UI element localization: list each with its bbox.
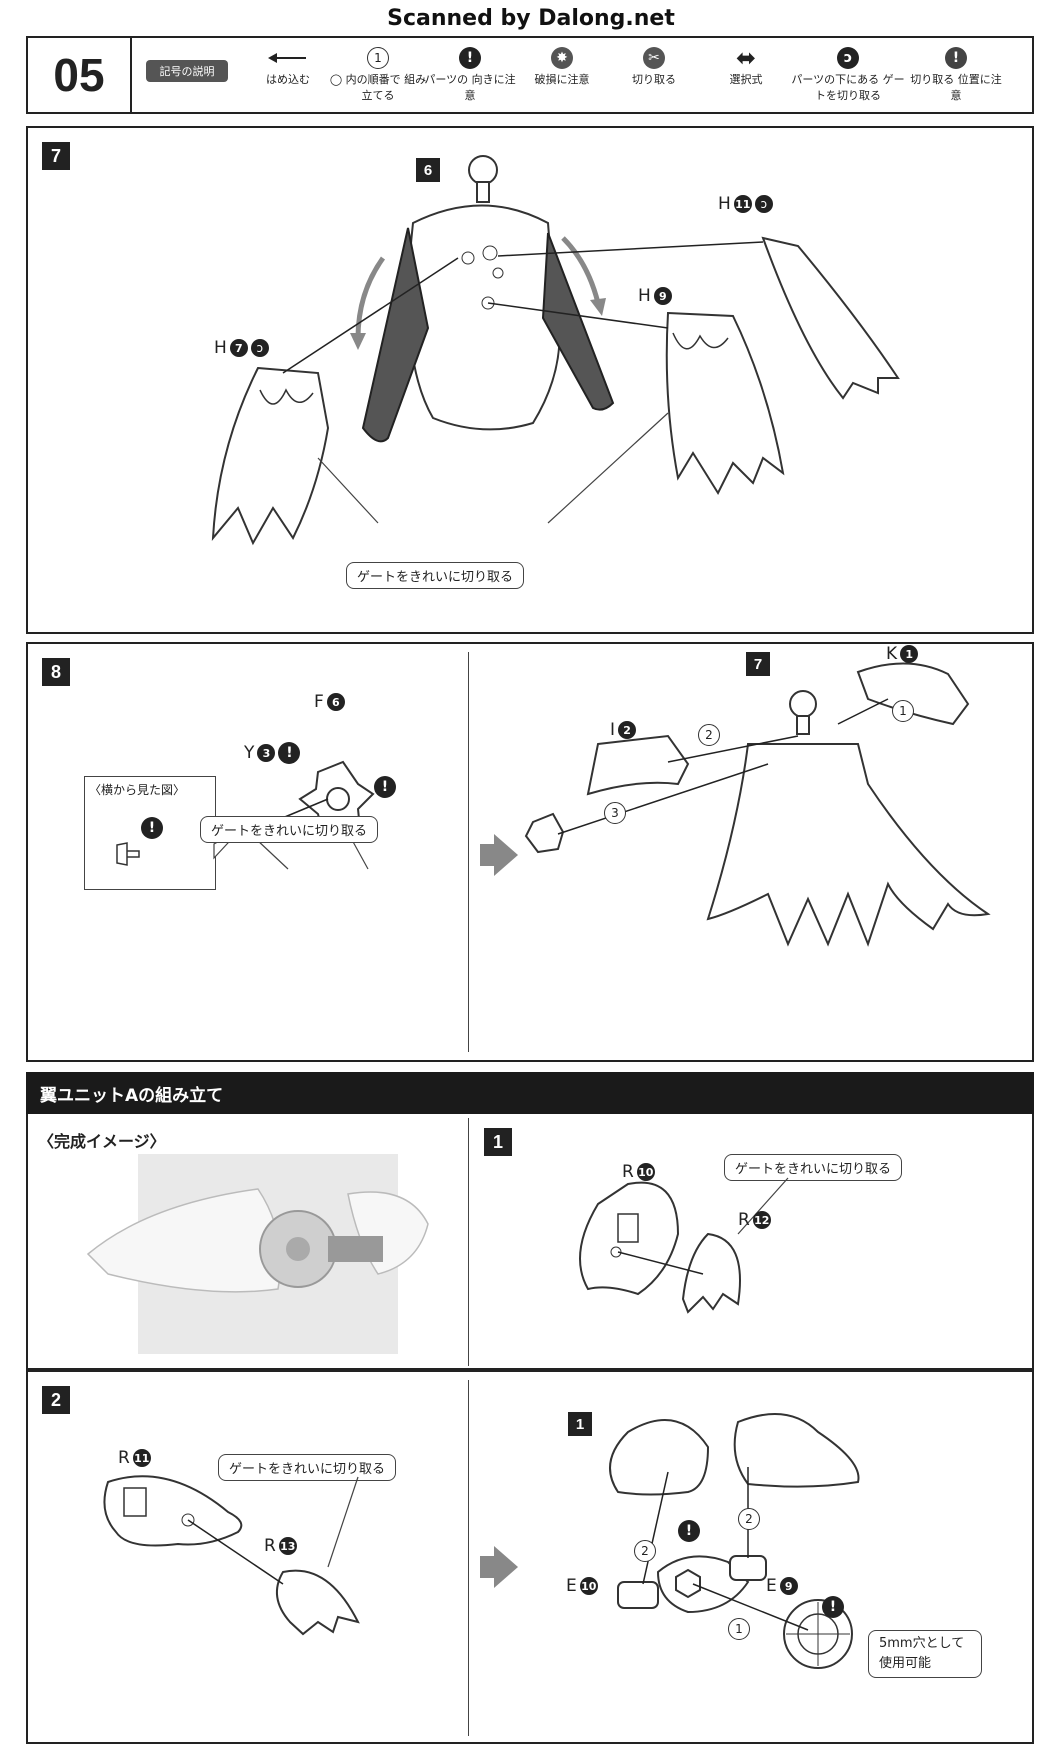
legend-item-break: ✸ 破損に注意 (512, 44, 612, 88)
legend-label: 切り取る 位置に注意 (910, 73, 1002, 102)
side-view-box: 〈横から見た図〉 ! (84, 776, 216, 890)
step-number: 1 (484, 1128, 512, 1156)
order-number: 2 (698, 724, 720, 746)
legend-item-order: 1 ◯ 内の順番で 組み立てる (328, 44, 428, 104)
warning-icon: ! (141, 817, 163, 839)
cut-position-icon: ! (945, 47, 967, 69)
panel-divider (468, 1380, 469, 1736)
legend-label: パーツの 向きに注意 (424, 73, 516, 102)
warning-icon: ! (374, 776, 396, 798)
legend-label: 破損に注意 (534, 73, 590, 86)
legend-badge: 記号の説明 (146, 60, 228, 82)
cut-icon: ✂ (643, 47, 665, 69)
section-title: 翼ユニットAの組み立て (26, 1072, 1034, 1114)
warning-icon: ! (278, 742, 301, 764)
page-number: 05 (28, 38, 132, 112)
gate-callout: ゲートをきれいに切り取る (218, 1454, 397, 1481)
warning-icon: ! (459, 47, 481, 69)
warning-icon: ! (822, 1596, 844, 1618)
order-number: 2 (634, 1540, 656, 1562)
scan-credit: Scanned by Dalong.net (387, 6, 675, 31)
order-number: 2 (738, 1508, 760, 1530)
gate-callout: ゲートをきれいに切り取る (200, 816, 379, 843)
complete-image-photo (86, 1154, 429, 1354)
wing-step-1-illustration (579, 1177, 789, 1314)
break-icon: ✸ (551, 47, 573, 69)
ref-step-number: 1 (568, 1412, 592, 1436)
step-8-illustration (213, 662, 991, 947)
step-number: 8 (42, 658, 70, 686)
hole-note: 5mm穴として 使用可能 (868, 1630, 982, 1678)
legend-item-gate: ↄ パーツの下にある ゲートを切り取る (788, 44, 908, 104)
legend-label: ◯ 内の順番で 組み立てる (329, 73, 427, 102)
ref-step-number: 6 (416, 158, 440, 182)
legend-item-cut-position: ! 切り取る 位置に注意 (906, 44, 1006, 104)
wing-step-2-illustration (103, 1413, 860, 1669)
order-number: 3 (604, 802, 626, 824)
legend-label: 切り取る (632, 73, 676, 86)
legend-item-choice: ⬌ 選択式 (696, 44, 796, 88)
gate-callout: ゲートをきれいに切り取る (724, 1154, 903, 1181)
legend-label: 選択式 (729, 73, 763, 86)
page-header: 05 記号の説明 はめ込む 1 ◯ 内の順番で 組み立てる ! パーツの 向きに… (26, 36, 1034, 114)
complete-image-label: 〈完成イメージ〉 (38, 1132, 166, 1151)
order-number: 1 (728, 1618, 750, 1640)
panel-divider (468, 652, 469, 1052)
legend-item-direction: ! パーツの 向きに注意 (420, 44, 520, 104)
step-number: 7 (42, 142, 70, 170)
legend-item-insert: はめ込む (238, 44, 338, 88)
legend-label: パーツの下にある ゲートを切り取る (791, 73, 905, 102)
double-arrow-icon: ⬌ (735, 44, 757, 72)
warning-icon: ! (678, 1520, 700, 1542)
arrow-left-icon (268, 53, 306, 63)
order-number: 1 (892, 700, 914, 722)
legend-label: はめ込む (266, 73, 310, 86)
gate-cut-icon: ↄ (250, 339, 269, 357)
gate-cut-icon: ↄ (754, 195, 773, 213)
ref-step-number: 7 (746, 652, 770, 676)
step-number: 2 (42, 1386, 70, 1414)
gate-callout: ゲートをきれいに切り取る (346, 562, 525, 589)
side-view-part (116, 842, 140, 866)
circled-number-icon: 1 (367, 47, 389, 69)
step-7-illustration (211, 155, 900, 546)
legend-item-cut: ✂ 切り取る (604, 44, 704, 88)
side-view-title: 〈横から見た図〉 (89, 783, 186, 797)
panel-divider (468, 1118, 469, 1366)
gate-cut-icon: ↄ (837, 47, 859, 69)
